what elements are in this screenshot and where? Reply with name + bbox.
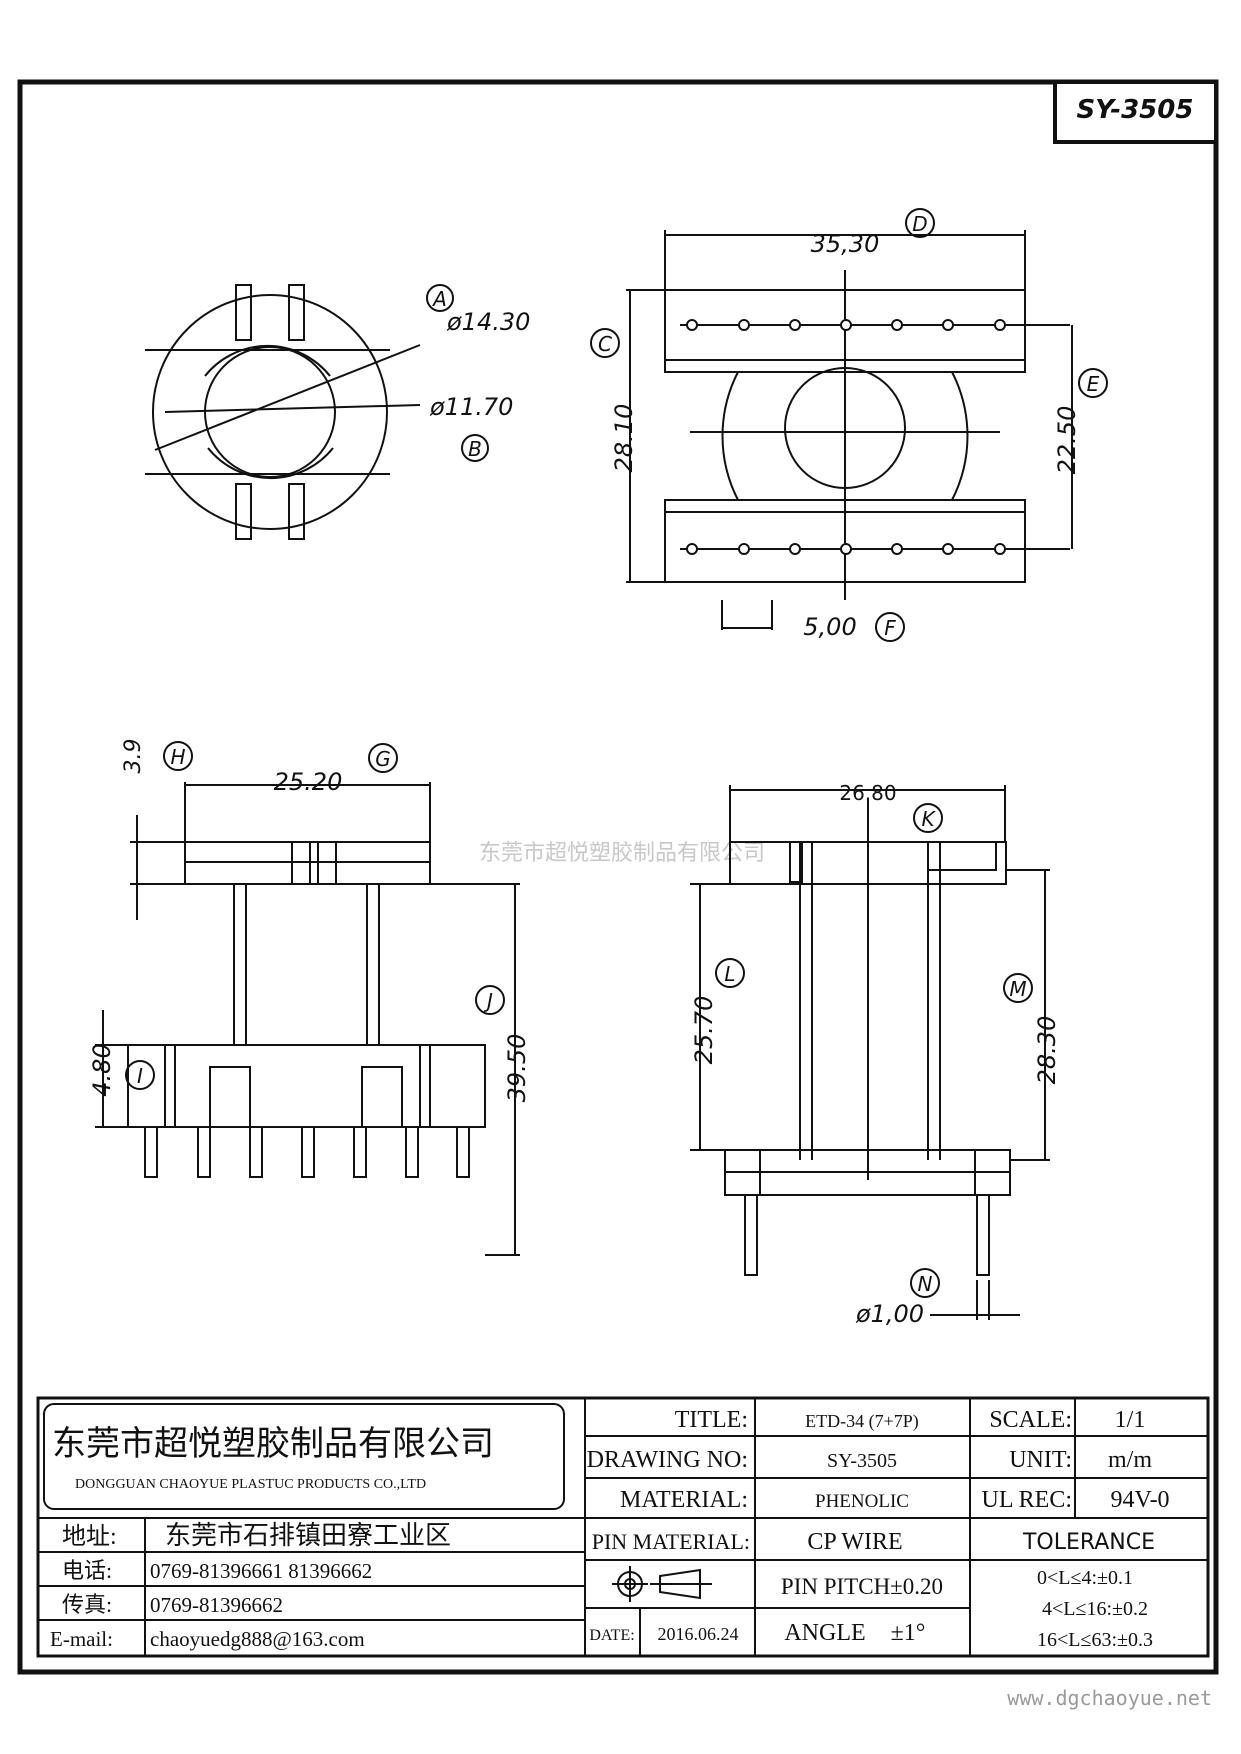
label-h: H <box>170 745 185 769</box>
address-value: 东莞市石排镇田寮工业区 <box>165 1521 451 1550</box>
label-d: D <box>912 212 927 236</box>
view-bottom-left <box>95 782 520 1256</box>
dim-l: 25.70 <box>690 996 718 1065</box>
title-value: ETD-34 (7+7P) <box>805 1411 919 1432</box>
label-k: K <box>921 807 936 831</box>
label-n: N <box>918 1272 933 1296</box>
date-label: DATE: <box>589 1627 634 1644</box>
angle-label: ANGLE <box>784 1620 865 1646</box>
label-e: E <box>1087 372 1100 396</box>
ul-rec-label: UL REC: <box>982 1487 1072 1513</box>
model-number: SY-3505 <box>1077 95 1194 125</box>
dim-g: 25.20 <box>274 768 343 796</box>
date-value: 2016.06.24 <box>658 1624 739 1644</box>
tolerance-2: 4<L≤16:±0.2 <box>1042 1598 1148 1620</box>
website-watermark: www.dgchaoyue.net <box>1007 1686 1212 1710</box>
label-m: M <box>1009 977 1026 1001</box>
dim-b: ø11.70 <box>429 393 513 421</box>
label-j: J <box>483 989 493 1013</box>
fax-label: 传真: <box>62 1592 112 1617</box>
dim-i: 4.80 <box>88 1043 116 1096</box>
view-top-left <box>145 284 421 540</box>
dim-e: 22.50 <box>1053 406 1081 475</box>
title-block <box>36 1396 1210 1658</box>
dim-c: 28.10 <box>610 404 638 473</box>
pins-top-row <box>686 319 1006 331</box>
company-name-en: DONGGUAN CHAOYUE PLASTUC PRODUCTS CO.,LT… <box>75 1477 426 1492</box>
material-value: PHENOLIC <box>815 1491 909 1512</box>
fax-value: 0769-81396662 <box>150 1593 283 1617</box>
label-a: A <box>431 287 447 311</box>
dim-f: 5,00 <box>803 613 856 641</box>
drawing-no-label: DRAWING NO: <box>587 1447 748 1473</box>
scale-label: SCALE: <box>989 1407 1072 1433</box>
drawing-no-value: SY-3505 <box>827 1450 897 1472</box>
label-c: C <box>598 332 612 356</box>
ul-rec-value: 94V-0 <box>1110 1487 1169 1513</box>
tolerance-1: 0<L≤4:±0.1 <box>1037 1567 1133 1589</box>
dim-h: 3.9 <box>121 739 146 774</box>
model-box <box>1053 80 1218 144</box>
email-value: chaoyuedg888@163.com <box>150 1627 365 1651</box>
material-label: MATERIAL: <box>620 1487 748 1513</box>
label-i: I <box>137 1064 143 1088</box>
dim-a: ø14.30 <box>446 308 530 336</box>
view-bottom-right <box>690 785 1050 1320</box>
label-l: L <box>724 962 735 986</box>
dim-m: 28.30 <box>1033 1016 1061 1085</box>
dim-n: ø1,00 <box>855 1300 924 1328</box>
address-label: 地址: <box>62 1523 117 1550</box>
pins-bottom-row <box>686 543 1006 555</box>
company-name-cn: 东莞市超悦塑胶制品有限公司 <box>52 1425 494 1463</box>
watermark: 东莞市超悦塑胶制品有限公司 <box>479 841 765 866</box>
label-g: G <box>375 747 391 771</box>
tolerance-label: TOLERANCE <box>1022 1530 1155 1555</box>
projection-symbol <box>612 1566 712 1602</box>
angle-value: ±1° <box>891 1620 926 1646</box>
unit-label: UNIT: <box>1009 1447 1072 1473</box>
view-top-right <box>626 230 1073 630</box>
unit-value: m/m <box>1108 1447 1152 1473</box>
tolerance-3: 16<L≤63:±0.3 <box>1037 1629 1153 1651</box>
dim-j: 39.50 <box>503 1034 531 1103</box>
label-f: F <box>884 616 896 640</box>
pin-material-value: CP WIRE <box>807 1529 902 1555</box>
outer-frame <box>17 79 1219 1675</box>
phone-label: 电话: <box>62 1558 112 1583</box>
pin-material-label: PIN MATERIAL: <box>592 1529 750 1554</box>
label-b: B <box>468 437 482 461</box>
phone-value: 0769-81396661 81396662 <box>150 1559 372 1583</box>
pin-pitch: PIN PITCH±0.20 <box>781 1574 943 1599</box>
dim-d: 35,30 <box>811 230 880 258</box>
title-label: TITLE: <box>675 1407 748 1433</box>
email-label: E-mail: <box>50 1627 113 1651</box>
scale-value: 1/1 <box>1115 1407 1146 1433</box>
dim-k: 26.80 <box>839 781 896 805</box>
